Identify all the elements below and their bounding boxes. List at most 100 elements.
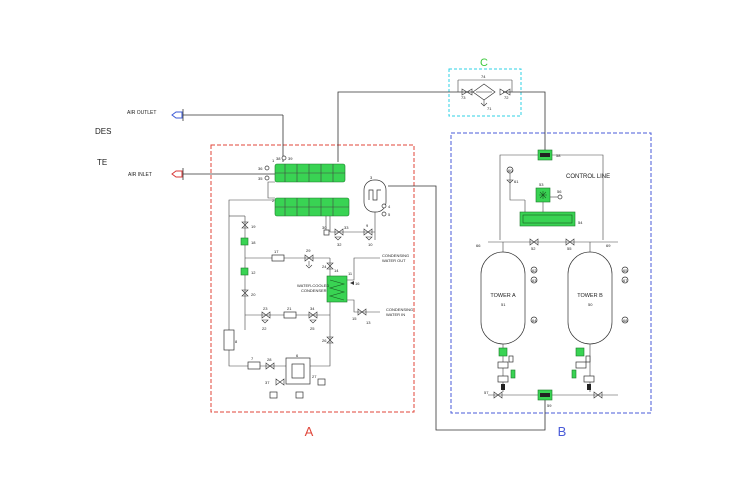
valve-57-icon: [493, 391, 503, 399]
label-66: 66: [476, 243, 481, 248]
separator-3: 3 4 5: [363, 175, 391, 240]
condenser-label-1: WATER-COOLED: [297, 283, 329, 288]
label-67: 67: [623, 278, 628, 283]
label-37-b: 37: [265, 380, 270, 385]
label-29: 29: [306, 248, 311, 253]
label-6: 6: [296, 353, 299, 358]
label-62: 62: [532, 268, 537, 273]
section-c-boundary: [448, 68, 522, 117]
valve-55-icon: [565, 238, 575, 246]
label-24: 24: [322, 264, 327, 269]
label-23: 23: [263, 306, 268, 311]
left-text-line1: DES: [95, 127, 111, 136]
section-a-boundary: [210, 144, 415, 413]
label-4: 4: [388, 204, 391, 209]
valve-24-icon: [326, 262, 334, 270]
valve-23-icon: [261, 311, 271, 319]
label-65: 65: [623, 268, 628, 273]
label-61: 61: [514, 179, 519, 184]
tower-a-bottom-valves: [497, 344, 516, 392]
label-3: 3: [370, 175, 373, 180]
label-57: 57: [484, 390, 489, 395]
pipe-hx-to-c: [337, 91, 473, 162]
label-28: 28: [267, 357, 272, 362]
hx-crossover: [267, 181, 275, 199]
valve-29-icon: [304, 254, 314, 262]
control-line-label: CONTROL LINE: [566, 174, 610, 180]
box-39: [317, 378, 326, 386]
cond-water-in-label-2: WATER IN: [386, 312, 405, 317]
gauge-5-icon: [381, 211, 387, 217]
label-35: 35: [258, 176, 263, 181]
label-11: 11: [348, 271, 353, 276]
tower-b-label: TOWER B: [577, 293, 603, 299]
valve-26-icon: [326, 336, 334, 344]
water-cooled-condenser: 11: [326, 271, 353, 303]
drain-box-30: [323, 229, 330, 236]
air-inlet-arrow-icon: [171, 170, 183, 178]
label-51: 51: [501, 302, 506, 307]
left-main-pipe: [228, 199, 275, 330]
control-line-left: [499, 154, 538, 240]
label-7: 7: [251, 356, 254, 361]
label-38: 38: [276, 156, 281, 161]
valve-28-icon: [265, 362, 275, 370]
arrow-16-icon: [350, 281, 354, 285]
gauge-35-icon: [264, 175, 270, 181]
component-7: [247, 361, 261, 370]
condensing-water-in-pipe: [347, 299, 380, 313]
valve-34-icon: [308, 311, 318, 319]
label-55: 55: [567, 246, 572, 251]
drain-valve-icon: [480, 102, 488, 107]
filter-18-icon: [240, 237, 249, 246]
label-50: 50: [588, 302, 593, 307]
gauge-64-icon: [530, 316, 538, 324]
valve-52-icon: [529, 238, 539, 246]
label-10: 10: [368, 242, 373, 247]
label-22: 22: [262, 326, 267, 331]
label-15: 15: [352, 316, 357, 321]
gauge-56-icon: [557, 194, 563, 200]
section-c-label: C: [480, 57, 488, 69]
label-53: 53: [539, 182, 544, 187]
label-52: 52: [531, 246, 536, 251]
label-19: 19: [251, 224, 256, 229]
label-39: 39: [288, 156, 293, 161]
label-54: 54: [578, 220, 583, 225]
section-b-label: B: [558, 424, 567, 439]
section-a-label: A: [305, 424, 314, 439]
component-21: [283, 311, 297, 319]
gauge-68-icon: [621, 316, 629, 324]
gauge-62-icon: [530, 266, 538, 274]
label-36: 36: [258, 166, 263, 171]
gauge-39-icon: [281, 155, 287, 161]
valve-31-icon: [334, 228, 344, 236]
gauge-4-icon: [381, 203, 387, 209]
cond-water-out-label-2: WATER OUT: [382, 258, 406, 263]
label-64: 64: [532, 318, 537, 323]
valve-20-icon: [241, 289, 249, 297]
label-56: 56: [557, 189, 562, 194]
component-17: [271, 254, 285, 262]
label-33: 33: [344, 225, 349, 230]
tower-b: TOWER B 50 65 67 68: [567, 242, 629, 345]
box-40: [295, 391, 304, 399]
valve-block-59: 59: [537, 389, 553, 408]
label-12: 12: [251, 270, 256, 275]
condensing-water-out-pipe: [347, 257, 380, 281]
label-1: 1: [272, 158, 275, 163]
air-outlet-label: AIR OUTLET: [127, 110, 156, 116]
label-34: 34: [310, 306, 315, 311]
label-20: 20: [251, 292, 256, 297]
left-text-line2: TE: [97, 158, 107, 167]
filter-12-icon: [240, 267, 249, 276]
label-32: 32: [337, 242, 342, 247]
label-17: 17: [274, 249, 279, 254]
valve-37-icon: [275, 378, 285, 386]
tower-a-label: TOWER A: [490, 293, 516, 299]
label-74: 74: [481, 74, 486, 79]
air-inlet-label: AIR INLET: [128, 172, 152, 178]
label-5: 5: [388, 212, 391, 217]
label-58: 58: [556, 153, 561, 158]
